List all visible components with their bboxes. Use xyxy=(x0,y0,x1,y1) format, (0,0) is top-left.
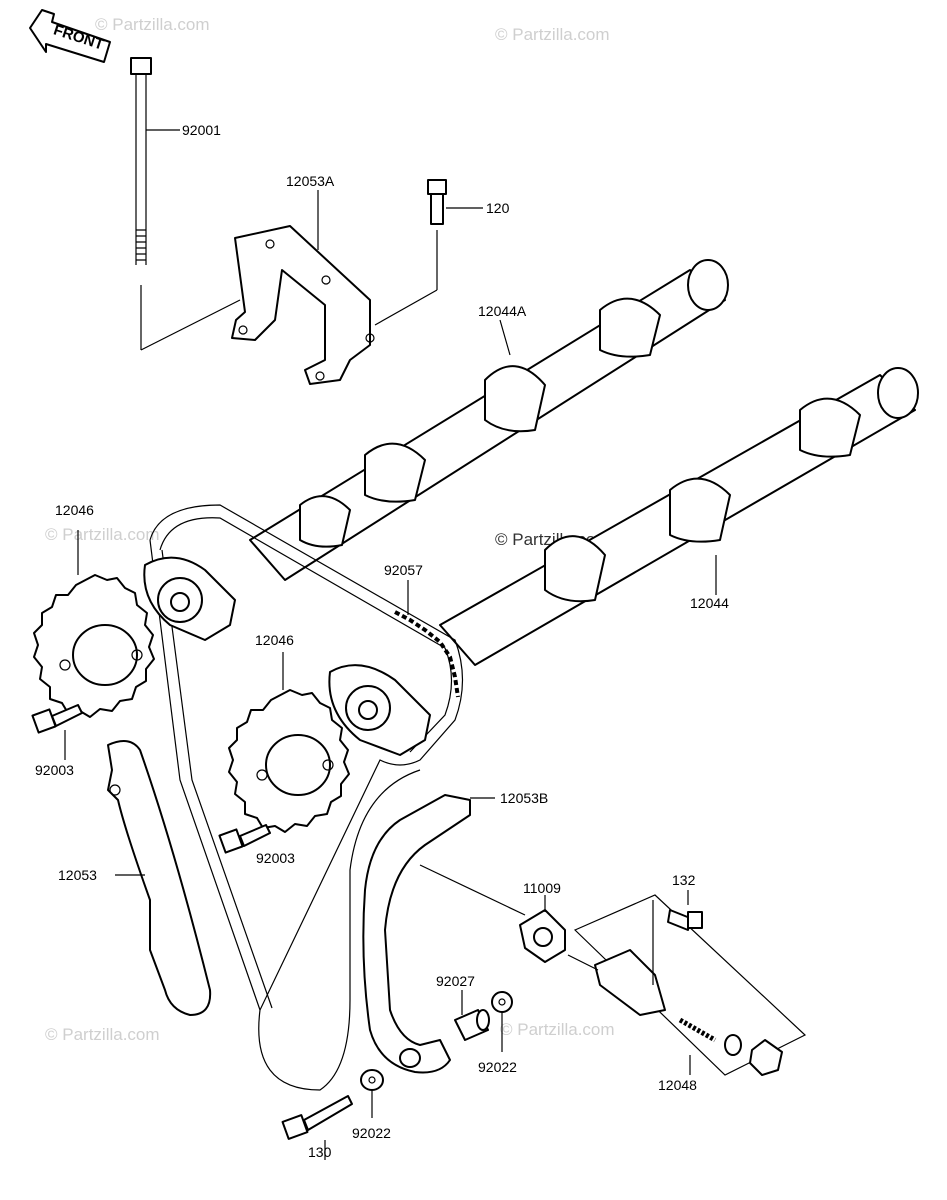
callout-12046-upper: 12046 xyxy=(55,502,94,518)
bolt-132 xyxy=(652,890,703,985)
bolt-92003-lower xyxy=(218,824,271,854)
callout-12053B: 12053B xyxy=(500,790,548,806)
watermark-bottom-left: © Partzilla.com xyxy=(45,1025,160,1044)
cam-hub-upper xyxy=(143,556,236,641)
callout-92057: 92057 xyxy=(384,562,423,578)
callout-92022-bottom: 92022 xyxy=(352,1125,391,1141)
callout-92001: 92001 xyxy=(182,122,221,138)
chain-guide-12053 xyxy=(107,740,212,1016)
callout-12044: 12044 xyxy=(690,595,729,611)
bolt-92001 xyxy=(130,57,241,351)
callout-12044A: 12044A xyxy=(478,303,527,319)
callout-12053A: 12053A xyxy=(286,173,335,189)
callout-92003-upper: 92003 xyxy=(35,762,74,778)
callout-12053: 12053 xyxy=(58,867,97,883)
callout-130: 130 xyxy=(308,1144,332,1160)
callout-12046-lower: 12046 xyxy=(255,632,294,648)
washer-92022-bottom xyxy=(360,1069,384,1118)
callout-132: 132 xyxy=(672,872,696,888)
callout-12048: 12048 xyxy=(658,1077,697,1093)
callout-92022-right: 92022 xyxy=(478,1059,517,1075)
callout-92003-lower: 92003 xyxy=(256,850,295,866)
washer-92022-right xyxy=(491,991,513,1052)
bolt-120 xyxy=(374,179,483,326)
callout-120: 120 xyxy=(486,200,510,216)
gasket-11009 xyxy=(519,895,566,963)
watermark-top-left: © Partzilla.com xyxy=(95,15,210,34)
cam-hub-lower xyxy=(328,664,431,756)
sprocket-12046-lower xyxy=(228,652,350,833)
callout-92027: 92027 xyxy=(436,973,475,989)
watermark-left-mid: © Partzilla.com xyxy=(45,525,160,544)
tensioner-assembly-12048 xyxy=(567,894,807,1076)
front-arrow-icon: FRONT xyxy=(29,9,111,63)
bracket-12053A xyxy=(231,190,375,385)
camshaft-12044A xyxy=(249,259,729,581)
bolt-92003-upper xyxy=(31,704,83,760)
bolt-130 xyxy=(281,1095,353,1160)
collar-92027 xyxy=(454,990,490,1041)
cam-chain-92057 xyxy=(149,504,464,1091)
sprocket-12046-upper xyxy=(33,530,155,718)
watermark-top-right: © Partzilla.com xyxy=(495,25,610,44)
callout-11009: 11009 xyxy=(523,880,561,896)
camshaft-12044 xyxy=(439,367,919,666)
tensioner-arm-12053B xyxy=(362,794,526,1074)
watermark-bottom-mid: © Partzilla.com xyxy=(500,1020,615,1039)
